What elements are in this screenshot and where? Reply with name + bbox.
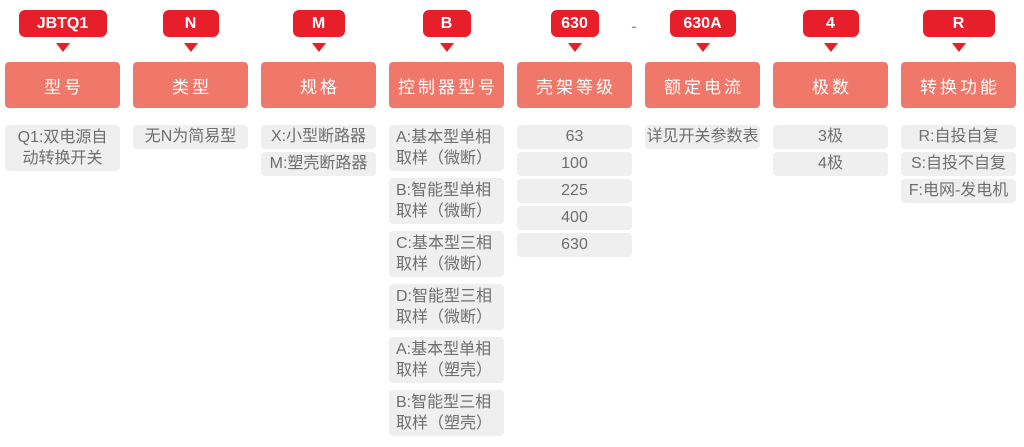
option-item: M:塑壳断路器 [261, 152, 376, 176]
code-badge: B [422, 10, 471, 37]
code-separator-dash: - [631, 17, 637, 36]
option-list: Q1:双电源自 动转换开关 [5, 125, 120, 171]
option-list: 无N为简易型 [133, 125, 248, 149]
option-item: 100 [517, 152, 632, 176]
option-item: B:智能型单相 取样（微断） [389, 178, 504, 224]
option-list: A:基本型单相 取样（微断） B:智能型单相 取样（微断） C:基本型三相 取样… [389, 125, 504, 436]
category-header: 型号 [5, 62, 120, 108]
option-item: X:小型断路器 [261, 125, 376, 149]
code-badge: N [162, 10, 219, 37]
code-badge: JBTQ1 [18, 10, 107, 37]
option-list: 3极 4极 [773, 125, 888, 176]
code-badge-label: B [440, 14, 453, 32]
option-item: D:智能型三相 取样（微断） [389, 284, 504, 330]
option-item: 400 [517, 206, 632, 230]
option-item: 无N为简易型 [133, 125, 248, 149]
arrow-down-icon [695, 43, 710, 52]
code-badge: 630A [669, 10, 736, 37]
option-item: S:自投不自复 [901, 152, 1016, 176]
column-frame-rating: 630 壳架等级 63 100 225 400 630 [517, 0, 632, 436]
option-item: 4极 [773, 152, 888, 176]
code-badge-label: R [952, 14, 965, 32]
option-item: Q1:双电源自 动转换开关 [5, 125, 120, 171]
code-badge-label: 630 [561, 14, 588, 32]
option-item: A:基本型单相 取样（塑壳） [389, 337, 504, 383]
arrow-down-icon [823, 43, 838, 52]
option-item: B:智能型三相 取样（塑壳） [389, 390, 504, 436]
option-item: 3极 [773, 125, 888, 149]
code-badge-label: 4 [826, 14, 835, 32]
code-badge-label: JBTQ1 [36, 14, 89, 32]
option-item: F:电网-发电机 [901, 179, 1016, 203]
code-badge-label: 630A [683, 14, 722, 32]
category-header: 转换功能 [901, 62, 1016, 108]
option-item: C:基本型三相 取样（微断） [389, 231, 504, 277]
column-spec: M 规格 X:小型断路器 M:塑壳断路器 [261, 0, 376, 436]
code-badge-label: M [311, 14, 326, 32]
column-type: N 类型 无N为简易型 [133, 0, 248, 436]
arrow-down-icon [439, 43, 454, 52]
category-header: 控制器型号 [389, 62, 504, 108]
option-list: R:自投自复 S:自投不自复 F:电网-发电机 [901, 125, 1016, 203]
category-header: 额定电流 [645, 62, 760, 108]
code-badge: 4 [802, 10, 859, 37]
column-model: JBTQ1 型号 Q1:双电源自 动转换开关 [5, 0, 120, 436]
category-header: 极数 [773, 62, 888, 108]
code-badge: 630 [550, 10, 599, 37]
option-item: 63 [517, 125, 632, 149]
code-badge: R [922, 10, 995, 37]
arrow-down-icon [951, 43, 966, 52]
column-rated-current: 630A 额定电流 详见开关参数表 [645, 0, 760, 436]
category-header: 规格 [261, 62, 376, 108]
code-badge: M [292, 10, 345, 37]
option-list: 63 100 225 400 630 [517, 125, 632, 257]
option-item: A:基本型单相 取样（微断） [389, 125, 504, 171]
code-badge-label: N [184, 14, 197, 32]
option-item: 详见开关参数表 [645, 125, 760, 149]
category-header: 壳架等级 [517, 62, 632, 108]
arrow-down-icon [567, 43, 582, 52]
column-poles: 4 极数 3极 4极 [773, 0, 888, 436]
column-controller-model: B 控制器型号 A:基本型单相 取样（微断） B:智能型单相 取样（微断） C:… [389, 0, 504, 436]
option-list: X:小型断路器 M:塑壳断路器 [261, 125, 376, 176]
option-item: 225 [517, 179, 632, 203]
arrow-down-icon [311, 43, 326, 52]
model-number-legend: JBTQ1 型号 Q1:双电源自 动转换开关 N 类型 无N为简易型 M 规格 … [5, 0, 1016, 436]
arrow-down-icon [55, 43, 70, 52]
option-list: 详见开关参数表 [645, 125, 760, 149]
category-header: 类型 [133, 62, 248, 108]
arrow-down-icon [183, 43, 198, 52]
column-transfer-function: R 转换功能 R:自投自复 S:自投不自复 F:电网-发电机 [901, 0, 1016, 436]
option-item: R:自投自复 [901, 125, 1016, 149]
option-item: 630 [517, 233, 632, 257]
